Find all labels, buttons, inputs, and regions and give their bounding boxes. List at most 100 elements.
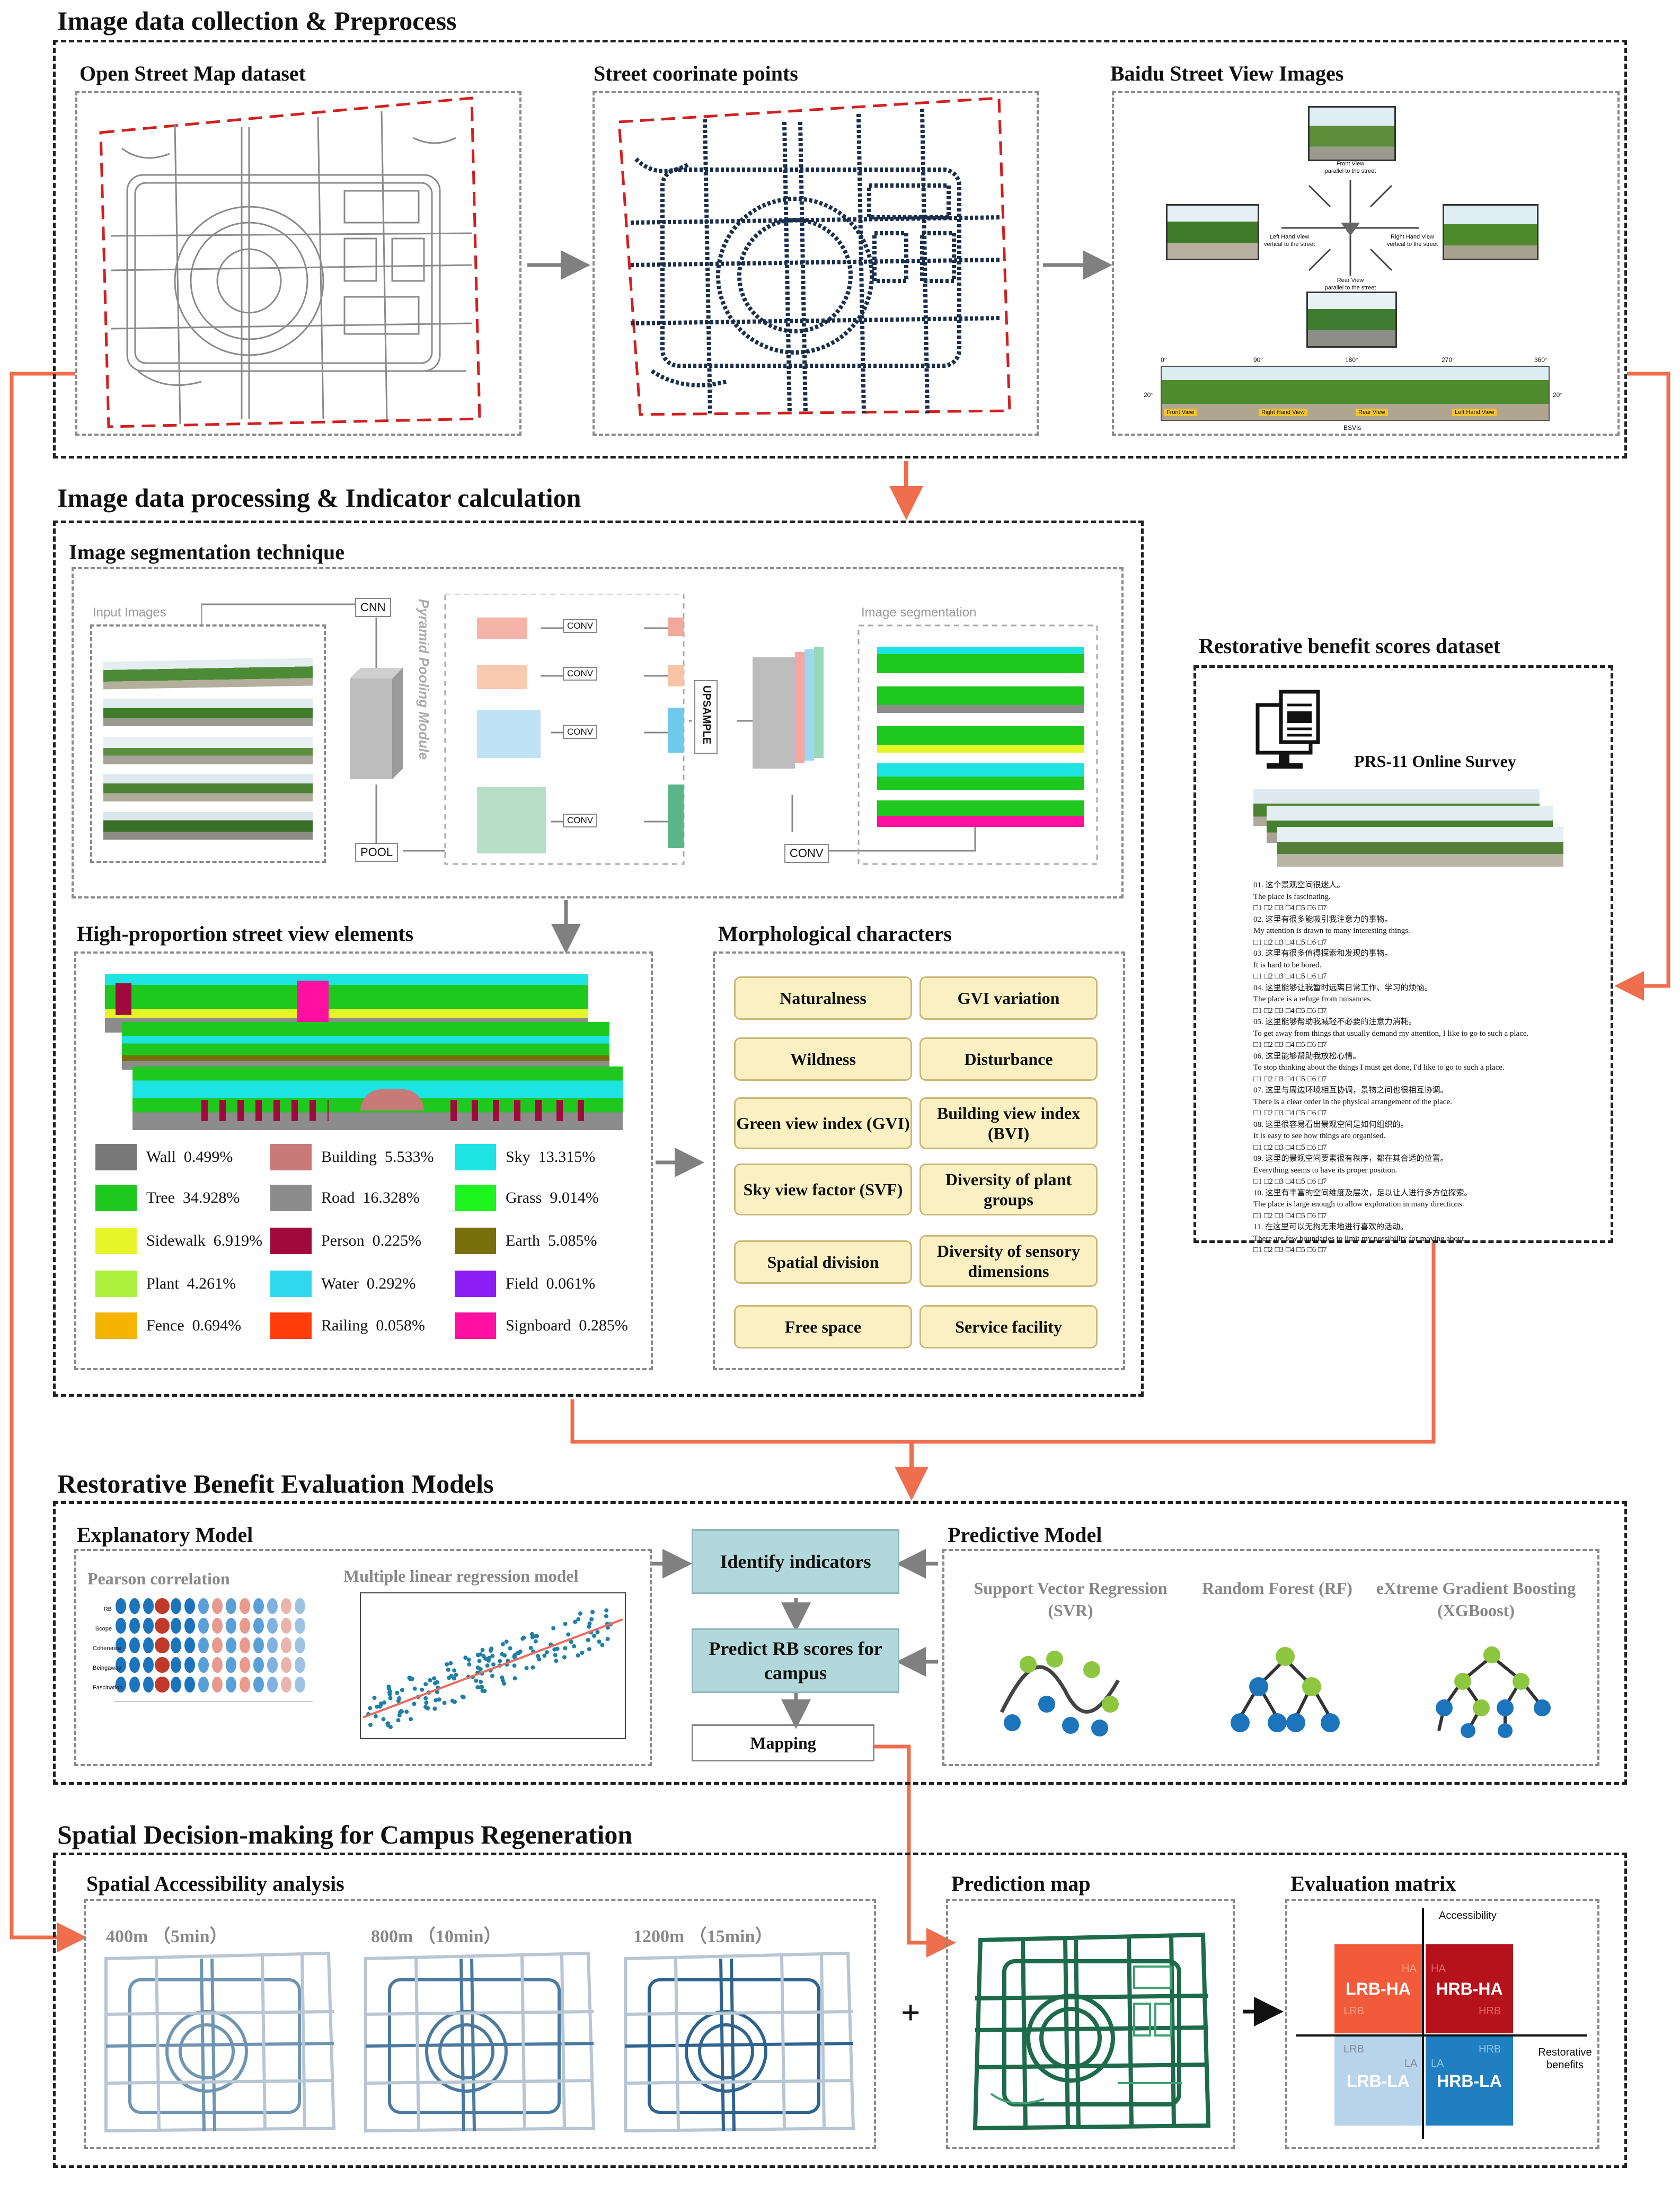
preprocess-frame: [53, 40, 1627, 459]
scatter-point: [479, 1679, 483, 1684]
scatter-point: [397, 1696, 402, 1700]
tag-lrb-1: LRB: [1343, 2005, 1364, 2017]
seg-output-strips: [877, 647, 1084, 827]
conv-box-1: CONV: [563, 619, 598, 633]
scatter-point: [387, 1689, 392, 1694]
scatter-point: [587, 1624, 591, 1629]
pearson-row-fascination: Fascination: [93, 1685, 123, 1691]
elements-title: High-proportion street view elements: [77, 922, 414, 946]
pearson-cell: [281, 1637, 291, 1653]
scatter-point: [423, 1696, 428, 1700]
pearson-cell: [143, 1657, 154, 1673]
pearson-cell: [171, 1598, 181, 1614]
legend-sidewalk: Sidewalk 6.919%: [95, 1228, 262, 1254]
axis-restorative: Restorative benefits: [1538, 2047, 1592, 2071]
pearson-cell: [171, 1657, 181, 1673]
segmentation-panel: [72, 567, 1124, 898]
accessibility-title: Spatial Accessibility analysis: [86, 1872, 344, 1896]
pearson-cell: [226, 1677, 236, 1693]
scatter-point: [408, 1676, 412, 1680]
legend-railing: Railing 0.058%: [270, 1312, 425, 1339]
street-points-drawing: [617, 96, 1011, 416]
pearson-cell: [226, 1637, 236, 1653]
legend-building: Building 5.533%: [270, 1144, 434, 1170]
scatter-point: [569, 1640, 573, 1644]
cnn-box: CNN: [355, 598, 391, 617]
survey-questions: 01. 这个景观空间很迷人。 The place is fascinating.…: [1253, 881, 1529, 1254]
morph-free-space: Free space: [734, 1305, 912, 1348]
legend-road: Road 16.328%: [270, 1185, 420, 1211]
pearson-cell: [198, 1598, 209, 1614]
legend-sky: Sky 13.315%: [455, 1144, 595, 1170]
scatter-point: [385, 1721, 390, 1726]
scatter-point: [453, 1699, 457, 1704]
scatter-point: [432, 1676, 437, 1681]
pearson-cell: [295, 1618, 305, 1634]
pearson-cell: [295, 1677, 305, 1693]
pearson-cell: [212, 1657, 223, 1673]
pearson-cell: [281, 1598, 291, 1614]
tag-la-3: LA: [1404, 2058, 1418, 2069]
scatter-point: [580, 1651, 585, 1655]
scatter-point: [551, 1626, 556, 1630]
scatter-point: [412, 1686, 417, 1691]
arrow-processing-to-models: [570, 1243, 1436, 1444]
morph-spatial-division: Spatial division: [734, 1240, 912, 1284]
bsv-front-label: Front View: [1336, 161, 1365, 167]
osm-map-drawing: [99, 96, 481, 428]
scatter-point: [400, 1688, 404, 1693]
scatter-point: [476, 1653, 481, 1658]
rf-label: Random Forest (RF): [1202, 1579, 1352, 1598]
scatter-point: [368, 1706, 373, 1711]
explanatory-panel: [74, 1549, 652, 1766]
osm-panel: [75, 91, 521, 436]
predictive-title: Predictive Model: [948, 1523, 1102, 1547]
input-image-3: [103, 737, 313, 764]
pitch-right: 20°: [1553, 391, 1563, 399]
pearson-cell: [295, 1598, 305, 1614]
pearson-cell: [155, 1598, 170, 1614]
identify-indicators-box: Identify indicators: [692, 1529, 899, 1594]
scatter-point: [432, 1706, 437, 1711]
pearson-cell: [226, 1598, 236, 1614]
predict-rb-box: Predict RB scores for campus: [692, 1628, 899, 1693]
pearson-cell: [184, 1618, 195, 1634]
scatter-point: [382, 1700, 387, 1705]
label-800m: 800m （10min）: [371, 1927, 502, 1946]
scatter-point: [566, 1632, 571, 1637]
scatter-point: [454, 1672, 458, 1677]
scatter-point: [553, 1653, 558, 1658]
pearson-cell: [116, 1657, 126, 1673]
mlr-scatter: [360, 1592, 626, 1739]
scatter-point: [449, 1673, 454, 1678]
pearson-cell: [129, 1598, 140, 1614]
scatter-point: [412, 1702, 417, 1706]
pearson-cell: [281, 1657, 291, 1673]
xgb-icon: [1436, 1646, 1551, 1738]
scatter-point: [404, 1709, 409, 1714]
survey-frame: [1193, 665, 1613, 1243]
scatter-point: [409, 1717, 413, 1722]
morph-wildness: Wildness: [734, 1037, 912, 1081]
pearson-cell: [212, 1637, 223, 1653]
pearson-cell: [253, 1657, 264, 1673]
accessibility-panel: [84, 1899, 876, 2149]
scatter-point: [442, 1700, 447, 1705]
morph-plant-diversity: Diversity of plant groups: [919, 1163, 1098, 1215]
scatter-point: [535, 1634, 540, 1638]
morph-bvi: Building view index (BVI): [919, 1097, 1098, 1149]
scatter-point: [482, 1689, 487, 1694]
scatter-point: [512, 1676, 517, 1681]
tag-lrb-3: LRB: [1343, 2043, 1364, 2055]
conv-box-4: CONV: [563, 814, 598, 827]
pearson-cell: [143, 1618, 154, 1634]
accessibility-map-3: [624, 1951, 855, 2133]
pearson-cell: [143, 1677, 154, 1693]
scatter-point: [478, 1685, 483, 1690]
deg-90: 90°: [1253, 356, 1263, 364]
pitch-left: 20°: [1144, 391, 1154, 399]
legend-tree: Tree 34.928%: [95, 1185, 240, 1211]
arrow-mapping-to-prediction: [874, 1744, 956, 1958]
bsv-rear-label: Rear View: [1337, 277, 1364, 284]
